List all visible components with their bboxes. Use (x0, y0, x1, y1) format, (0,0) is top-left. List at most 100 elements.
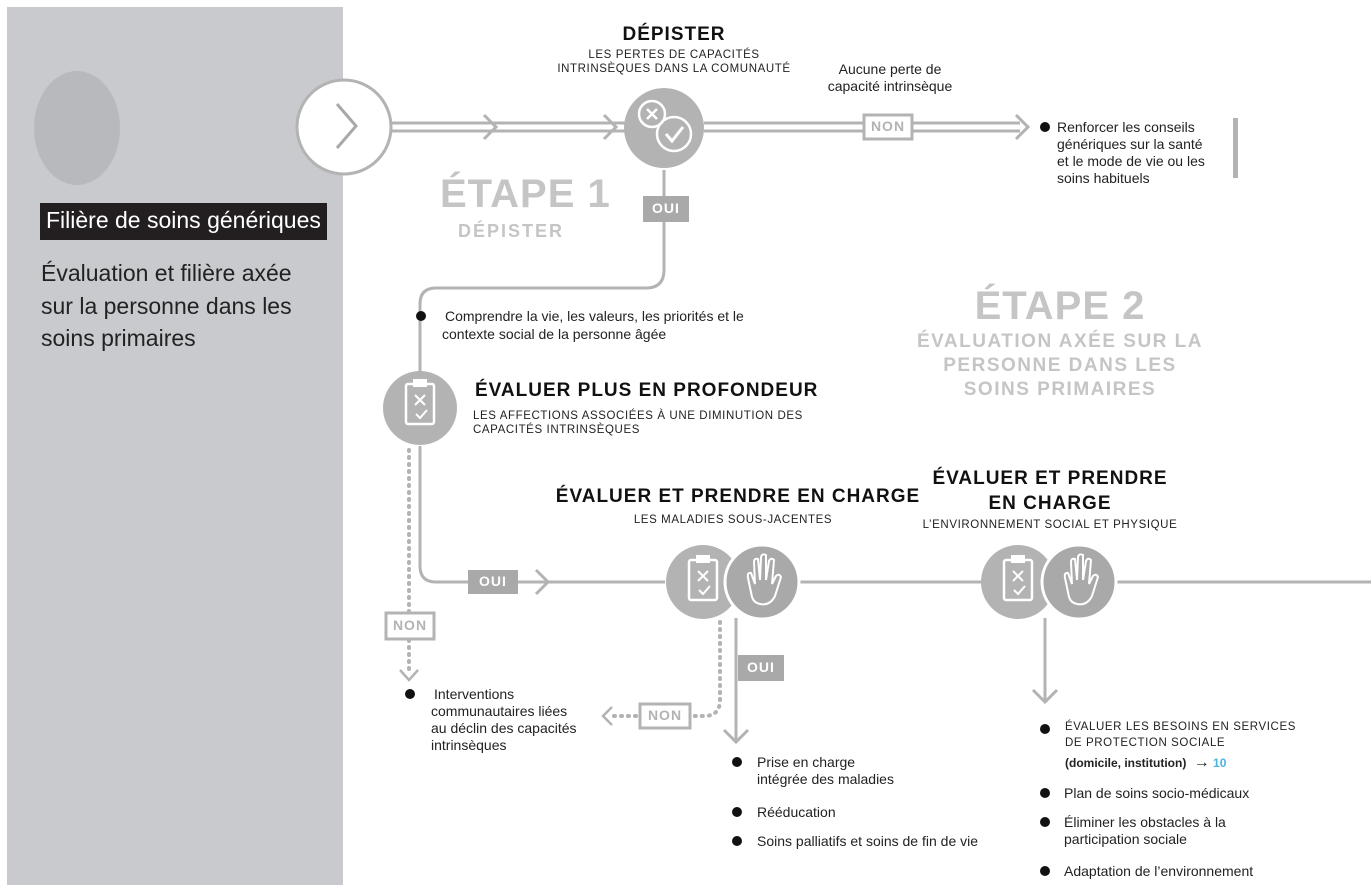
deeper-line1: LES AFFECTIONS ASSOCIÉES À UNE DIMINUTIO… (473, 410, 803, 422)
diseases-hand-circle (723, 543, 801, 621)
decorative-oval (34, 71, 120, 185)
arrow-head-1 (482, 113, 499, 141)
understand-2: contexte social de la personne âgée (442, 326, 667, 342)
etape2-line3: SOINS PRIMAIRES (963, 379, 1157, 400)
env-needs-3-text: (domicile, institution) (1065, 756, 1187, 770)
x-circle-icon (637, 99, 667, 129)
env-hand-circle (1040, 543, 1118, 621)
env-clipboard-circle (981, 545, 1055, 619)
env-needs-2: DE PROTECTION SOCIALE (1065, 737, 1226, 749)
env-item-2b: participation sociale (1064, 831, 1187, 847)
clipboard-check-icon (415, 409, 428, 420)
community-1: Interventions (434, 686, 515, 702)
clipboard-clip-icon (413, 379, 427, 387)
diseases-clipboard-circle (666, 545, 740, 619)
no-loss-1: Aucune perte de (838, 61, 942, 77)
clipboard-x-icon (1012, 570, 1024, 582)
diseases-title: ÉVALUER ET PRENDRE EN CHARGE (555, 486, 921, 507)
pathway-subtitle: Évaluation et filière axée sur la person… (41, 260, 292, 351)
path-deeper-to-diseases (418, 446, 665, 584)
deeper-line2: CAPACITÉS INTRINSÈQUES (473, 424, 640, 436)
oui-box-deeper (468, 570, 518, 594)
etape1-title: ÉTAPE 1 (440, 172, 611, 216)
deeper-title: ÉVALUER PLUS EN PROFONDEUR (475, 380, 819, 401)
arrow-head-3 (1014, 113, 1031, 141)
clipboard-x-icon (414, 394, 426, 406)
clipboard-x-icon (697, 570, 709, 582)
community-2: communautaires liées (431, 703, 568, 719)
env-title-2: EN CHARGE (988, 493, 1112, 514)
diseases-subtitle: LES MALADIES SOUS-JACENTES (633, 514, 833, 526)
check-mark-icon (664, 126, 685, 144)
advice-3: et le mode de vie ou les (1057, 153, 1205, 169)
community-4: intrinsèques (431, 737, 507, 753)
arrow-head-7 (399, 669, 419, 682)
clipboard-clip-icon (1011, 555, 1025, 563)
arrow-head-6 (1031, 688, 1059, 705)
non-label-top: NON (870, 118, 906, 134)
env-item-2a: Éliminer les obstacles à la (1064, 814, 1226, 830)
bullet (732, 807, 742, 817)
hand-icon (1063, 553, 1100, 606)
advice-2: génériques sur la santé (1057, 136, 1203, 152)
clipboard-check-icon (1013, 585, 1026, 596)
env-item-3: Adaptation de l’environnement (1064, 863, 1254, 879)
clipboard-check-icon (698, 585, 711, 596)
disease-item-3: Soins palliatifs et soins de fin de vie (757, 833, 979, 849)
bullet (1040, 866, 1050, 876)
community-3: au déclin des capacités (431, 720, 577, 736)
no-loss-2: capacité intrinsèque (827, 78, 953, 94)
arrow-head-5 (722, 728, 750, 745)
oui-label-diseases: OUI (747, 659, 775, 675)
clipboard-clip-icon (696, 555, 710, 563)
disease-item-1a: Prise en charge (757, 754, 856, 770)
entry-circle (295, 78, 393, 176)
dotted-diseases-non (688, 620, 722, 718)
env-item-1: Plan de soins socio-médicaux (1064, 785, 1250, 801)
oui-label-deeper: OUI (479, 573, 507, 589)
path-screen-to-deeper (418, 170, 666, 372)
deeper-circle (383, 371, 457, 445)
sidebar: Filière de soins génériques Évaluation e… (7, 7, 343, 885)
check-circle-icon (655, 115, 693, 153)
bullet (1040, 122, 1050, 132)
advice-4: soins habituels (1057, 170, 1150, 186)
etape2-title: ÉTAPE 2 (974, 284, 1146, 328)
bullet (405, 689, 415, 699)
chevron-right-icon (335, 103, 358, 149)
etape2-line1: ÉVALUATION AXÉE SUR LA (917, 331, 1203, 352)
screen-subtitle-1: LES PERTES DE CAPACITÉS (588, 49, 760, 61)
understand-1: Comprendre la vie, les valeurs, les prio… (445, 308, 744, 324)
page-ref-link[interactable]: 10 (1213, 756, 1227, 770)
non-box-deeper (384, 611, 436, 641)
arrow-right-icon: → (1193, 754, 1210, 771)
non-box-top (862, 113, 914, 141)
oui-box-top (643, 196, 689, 222)
disease-item-2: Rééducation (757, 804, 836, 820)
arrow-head-4 (534, 568, 551, 596)
x-mark-icon (646, 108, 658, 120)
bullet (1040, 724, 1050, 734)
hand-icon (746, 553, 783, 606)
arrow-head-2 (602, 113, 619, 141)
env-needs-1: ÉVALUER LES BESOINS EN SERVICES (1065, 721, 1297, 733)
pathway-badge: Filière de soins génériques (40, 203, 327, 240)
divider-bar (1233, 118, 1238, 178)
bullet (1040, 817, 1050, 827)
non-box-diseases (638, 702, 692, 730)
disease-item-1b: intégrée des maladies (757, 771, 894, 787)
screening-circle (624, 88, 704, 168)
etape1-subtitle: DÉPISTER (458, 221, 565, 241)
arrow-head-8 (601, 706, 613, 726)
bullet (416, 311, 426, 321)
screen-subtitle-2: INTRINSÈQUES DANS LA COMUNAUTÉ (557, 63, 791, 75)
env-title-1: ÉVALUER ET PRENDRE (932, 468, 1168, 489)
env-subtitle: L’ENVIRONNEMENT SOCIAL ET PHYSIQUE (922, 519, 1178, 531)
non-label-diseases: NON (647, 707, 683, 723)
bullet (1040, 788, 1050, 798)
etape2-line2: PERSONNE DANS LES (943, 355, 1177, 376)
non-label-deeper: NON (392, 617, 428, 633)
env-needs-3: (domicile, institution) → 10 (1065, 754, 1226, 772)
advice-1: Renforcer les conseils (1057, 119, 1195, 135)
